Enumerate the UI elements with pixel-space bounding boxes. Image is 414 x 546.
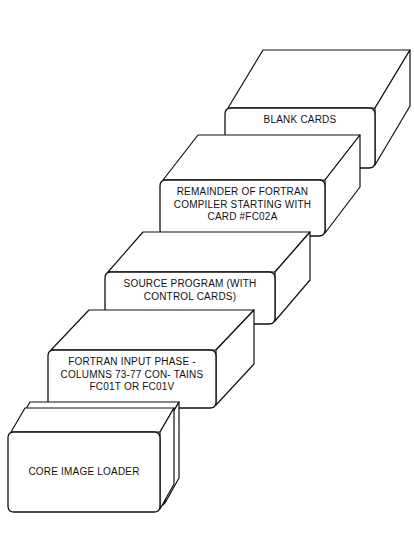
card-deck: FORTRAN INPUT PHASE - COLUMNS 73-77 CON-…	[48, 350, 216, 408]
deck-label: REMAINDER OF FORTRAN COMPILER STARTING W…	[168, 186, 317, 224]
deck-front-face	[48, 350, 216, 408]
deck-side-face	[160, 408, 174, 509]
deck-shape	[8, 402, 179, 512]
deck-top-face	[11, 408, 174, 432]
deck-side-face	[216, 310, 254, 405]
deck-label: CORE IMAGE LOADER	[28, 466, 139, 479]
card-deck: SOURCE PROGRAM (WITH CONTROL CARDS)	[105, 272, 275, 324]
card-deck: REMAINDER OF FORTRAN COMPILER STARTING W…	[160, 180, 325, 236]
deck-shape	[160, 135, 360, 236]
deck-shape	[48, 310, 254, 408]
card-deck: CORE IMAGE LOADER	[8, 432, 160, 512]
deck-front-face	[160, 180, 325, 236]
card-deck: BLANK CARDS	[225, 108, 375, 168]
deck-label: BLANK CARDS	[264, 114, 337, 127]
deck-side-face	[325, 135, 360, 233]
deck-label: SOURCE PROGRAM (WITH CONTROL CARDS)	[113, 278, 267, 303]
deck-side-face	[375, 50, 410, 165]
deck-side-face	[275, 232, 310, 321]
deck-front-face	[8, 432, 160, 512]
deck-label: FORTRAN INPUT PHASE - COLUMNS 73-77 CON-…	[56, 356, 208, 394]
